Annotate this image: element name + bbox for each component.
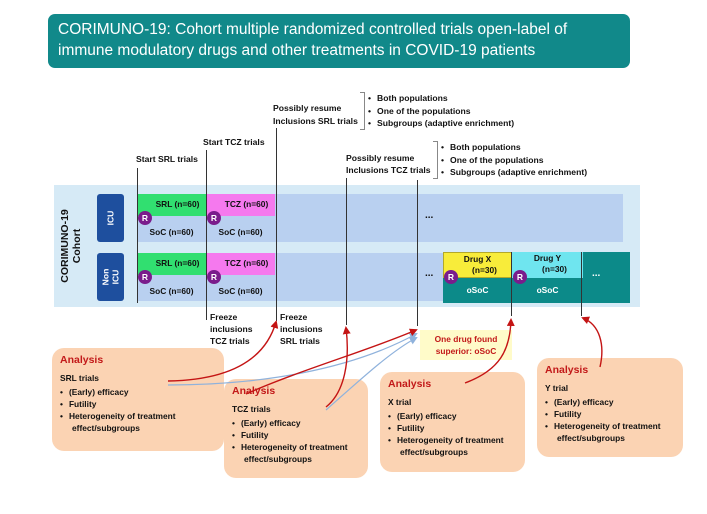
analysis-item: (Early) efficacy <box>232 417 360 429</box>
icu-tcz-arm-label: TCZ (n=60) <box>224 199 269 209</box>
freeze-srl-label: Freeze inclusions SRL trials <box>280 311 323 347</box>
icu-srl-arm: SRL (n=60) <box>137 194 206 216</box>
analysis-box-x: Analysis X trial (Early) efficacy Futili… <box>380 372 525 472</box>
icu-srl-randomize-icon: R <box>138 211 152 225</box>
option-item: Both populations <box>441 141 587 154</box>
found-line-1: One drug found <box>434 334 498 344</box>
drug-y-randomize-icon: R <box>513 270 527 284</box>
analysis-box-srl: Analysis SRL trials (Early) efficacy Fut… <box>52 348 224 451</box>
title-line-2: immune modulatory drugs and other treatm… <box>58 42 536 59</box>
drug-ellipsis: ... <box>592 268 601 279</box>
freeze-tcz-label: Freeze inclusions TCZ trials <box>210 311 253 347</box>
analysis-item: Heterogeneity of treatment effect/subgro… <box>232 441 360 466</box>
drug-y-start-line <box>511 252 512 316</box>
resume-srl-label-1: Possibly resume <box>273 103 342 113</box>
analysis-item: Futility <box>388 422 517 434</box>
drug-x-label: Drug X <box>463 254 492 264</box>
analysis-trial: SRL trials <box>60 373 99 384</box>
title-line-1: CORIMUNO-19: Cohort multiple randomized … <box>58 21 568 38</box>
arrow-tcz-to-resume <box>325 337 418 411</box>
analysis-item: Heterogeneity of treatment effect/subgro… <box>60 410 216 435</box>
analysis-item: (Early) efficacy <box>388 410 517 422</box>
freeze-tcz-line: inclusions <box>210 324 253 334</box>
option-item: Subgroups (adaptive enrichment) <box>368 117 514 130</box>
non-icu-tcz-arm: TCZ (n=60) <box>206 253 275 275</box>
found-line-2: superior: oSoC <box>435 346 497 356</box>
non-icu-srl-arm: SRL (n=60) <box>137 253 206 275</box>
icu-ellipsis: ... <box>425 210 434 221</box>
drug-y-label: Drug Y <box>533 253 562 263</box>
analysis-title: Analysis <box>545 364 589 376</box>
arrow-x-to-drugy <box>464 318 515 384</box>
drug-y-n: (n=30) <box>542 264 567 274</box>
icu-tcz-randomize-icon: R <box>207 211 221 225</box>
analysis-box-y: Analysis Y trial (Early) efficacy Futili… <box>537 358 683 457</box>
analysis-trial: Y trial <box>545 383 569 394</box>
icu-srl-arm-label: SRL (n=60) <box>155 199 200 209</box>
drug-y-osoc: oSoC <box>536 285 559 295</box>
analysis-item: (Early) efficacy <box>545 396 675 408</box>
resume-srl-line <box>276 128 277 321</box>
icu-tcz-arm: TCZ (n=60) <box>206 194 275 216</box>
analysis-box-tcz: Analysis TCZ trials (Early) efficacy Fut… <box>224 379 368 478</box>
start-tcz-line <box>206 150 207 320</box>
start-tcz-label: Start TCZ trials <box>203 137 265 147</box>
drug-x-n: (n=30) <box>472 265 497 275</box>
analysis-item: Futility <box>232 429 360 441</box>
analysis-item: (Early) efficacy <box>60 386 216 398</box>
option-item: One of the populations <box>441 154 587 167</box>
drug-x-randomize-icon: R <box>444 270 458 284</box>
arrow-y-to-end <box>581 316 603 368</box>
resume-tcz-label-1: Possibly resume <box>346 153 415 163</box>
start-srl-label: Start SRL trials <box>136 154 198 164</box>
freeze-tcz-line: Freeze <box>210 312 238 322</box>
analysis-trial: X trial <box>388 397 412 408</box>
freeze-srl-line: inclusions <box>280 324 323 334</box>
analysis-trial: TCZ trials <box>232 404 271 415</box>
resume-tcz-line <box>346 178 347 325</box>
freeze-srl-line: SRL trials <box>280 336 320 346</box>
tcz-options-bracket <box>433 141 438 179</box>
icu-tcz-soc: SoC (n=60) <box>218 227 263 237</box>
option-item: Both populations <box>368 92 514 105</box>
non-icu-tcz-arm-label: TCZ (n=60) <box>224 258 269 268</box>
drug-x-osoc: oSoC <box>466 285 489 295</box>
drug-end-line <box>581 252 582 316</box>
tcz-resume-options: Both populations One of the populations … <box>441 141 587 179</box>
icu-srl-soc: SoC (n=60) <box>149 227 194 237</box>
start-srl-line <box>137 168 138 303</box>
non-icu-tcz-soc: SoC (n=60) <box>218 286 263 296</box>
analysis-title: Analysis <box>388 378 432 390</box>
arrow-srl-to-resume <box>167 333 418 386</box>
analysis-item: Futility <box>545 408 675 420</box>
arrow-srl-to-freeze <box>167 320 279 382</box>
one-drug-found-note: One drug found superior: oSoC <box>420 330 512 360</box>
non-icu-tcz-randomize-icon: R <box>207 270 221 284</box>
srl-options-bracket <box>360 92 365 130</box>
drug-x-start-line <box>417 180 418 326</box>
resume-srl-label-2: Inclusions SRL trials <box>273 116 358 126</box>
non-icu-srl-randomize-icon: R <box>138 270 152 284</box>
non-icu-ellipsis: ... <box>425 268 434 279</box>
resume-tcz-label-2: Inclusions TCZ trials <box>346 165 431 175</box>
analysis-item: Heterogeneity of treatment effect/subgro… <box>545 420 675 445</box>
freeze-srl-line: Freeze <box>280 312 308 322</box>
analysis-item: Heterogeneity of treatment effect/subgro… <box>388 434 517 459</box>
srl-resume-options: Both populations One of the populations … <box>368 92 514 130</box>
non-icu-srl-arm-label: SRL (n=60) <box>155 258 200 268</box>
analysis-title: Analysis <box>60 354 104 366</box>
non-icu-srl-soc: SoC (n=60) <box>149 286 194 296</box>
option-item: Subgroups (adaptive enrichment) <box>441 166 587 179</box>
arrow-analysis-to-found <box>245 328 418 395</box>
arrow-tcz-to-freeze <box>325 326 351 408</box>
freeze-tcz-line: TCZ trials <box>210 336 250 346</box>
analysis-item: Futility <box>60 398 216 410</box>
option-item: One of the populations <box>368 105 514 118</box>
diagram-title: CORIMUNO-19: Cohort multiple randomized … <box>48 14 630 68</box>
icu-population-box: ICU <box>97 194 124 242</box>
